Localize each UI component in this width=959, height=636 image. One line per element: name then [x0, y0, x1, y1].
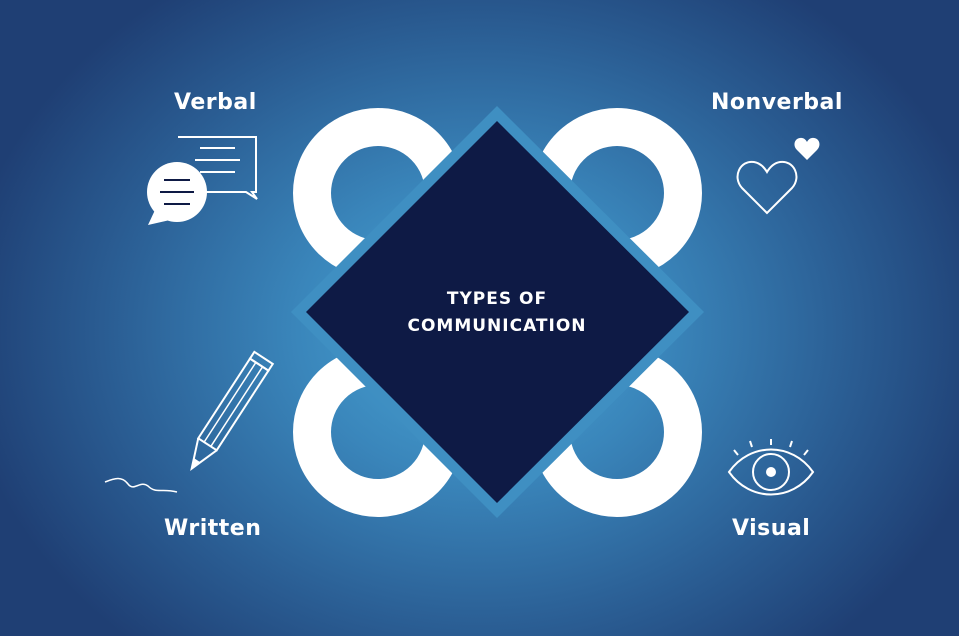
title-line-2: COMMUNICATION: [407, 316, 587, 336]
center-title: TYPES OF COMMUNICATION: [407, 286, 586, 340]
label-visual: Visual: [732, 516, 811, 541]
center-diamond: [306, 121, 689, 503]
hearts-icon: [736, 137, 820, 215]
label-written: Written: [164, 516, 262, 541]
pencil-icon: [104, 350, 275, 493]
label-nonverbal: Nonverbal: [711, 90, 843, 115]
label-verbal: Verbal: [174, 90, 257, 115]
eye-icon: [727, 439, 815, 496]
speech-bubbles-icon: [147, 136, 258, 225]
title-line-1: TYPES OF: [446, 289, 548, 309]
